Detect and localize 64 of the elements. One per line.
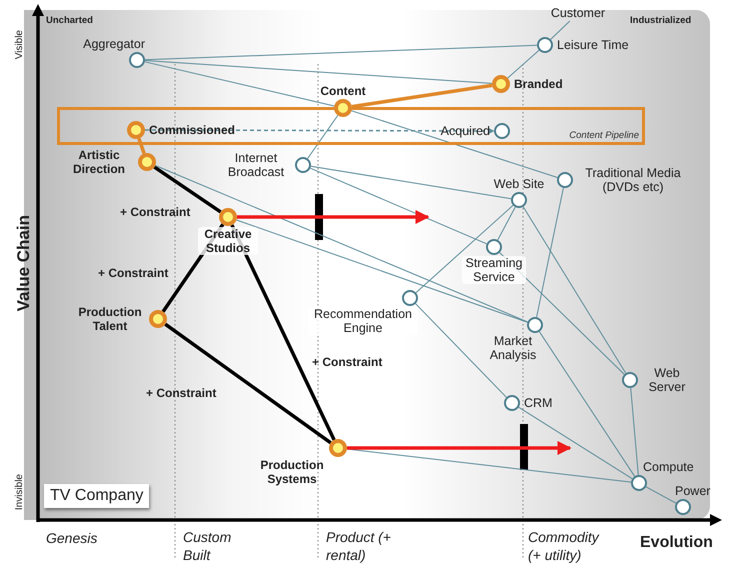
component-label: Content [320, 84, 366, 98]
arrow [145, 128, 495, 134]
axis-title: Evolution [640, 534, 713, 552]
connector-line [550, 20, 570, 40]
component-label: Leisure Time [557, 38, 629, 52]
connector-line [153, 166, 222, 214]
component-label: Production Talent [77, 305, 143, 333]
connector-line [497, 206, 516, 240]
component-label: Commissioned [149, 123, 236, 137]
connector-line [646, 486, 676, 504]
component-label: Aggregator [83, 37, 145, 51]
connector-line [352, 84, 492, 108]
connector-line [415, 204, 514, 294]
connector-line [522, 206, 626, 374]
component-label: Internet Broadcast [226, 151, 286, 179]
edge-label: + Constraint [312, 355, 382, 369]
component-label: Customer [550, 6, 606, 20]
connector-line [307, 114, 338, 159]
component-label: Power [675, 484, 710, 498]
stage-label: Commodity (+ utility) [528, 528, 600, 564]
connector-line [310, 166, 512, 200]
component-label: CRM [524, 396, 552, 410]
connector-line [137, 138, 146, 154]
component-label: Production Systems [259, 458, 325, 486]
component-label: Traditional Media (DVDs etc) [584, 166, 682, 194]
connector-line [538, 331, 636, 477]
title-box: TV Company [44, 484, 150, 508]
component-label: Market Analysis [488, 334, 538, 362]
component-label: Artistic Direction [72, 148, 126, 176]
component-label: Streaming Service [462, 256, 526, 284]
connector-line [164, 322, 332, 444]
connector-line [415, 303, 507, 398]
group-title: Content Pipeline [569, 130, 639, 141]
stage-label: Product (+ rental) [326, 528, 392, 564]
axis-title: Value Chain [14, 215, 34, 312]
connector-line [144, 44, 538, 60]
edge-label: + Constraint [146, 386, 216, 400]
stage-label: Genesis [46, 530, 98, 546]
connector-line [310, 168, 488, 244]
connector-line [536, 187, 564, 318]
connector-line [507, 50, 540, 78]
edge-label: + Constraint [98, 266, 168, 280]
axis-label: Invisible [14, 474, 25, 510]
region-label: Industrialized [630, 15, 692, 26]
arrow [347, 441, 572, 455]
component-label: Branded [514, 77, 563, 91]
connector-line [351, 110, 558, 178]
connector-line [518, 406, 633, 480]
component-label: Compute [643, 460, 694, 474]
edge-label: + Constraint [120, 205, 190, 219]
connector-line [154, 165, 528, 322]
connector-line [144, 60, 492, 84]
pipeline-box [57, 107, 645, 145]
component-label: Web Site [494, 177, 544, 191]
arrow [237, 210, 430, 224]
axis-label: Visible [14, 30, 25, 60]
region-label: Uncharted [46, 15, 93, 26]
component-label: Creative Studios [198, 227, 258, 255]
connector-line [630, 388, 639, 476]
connector-line [144, 61, 335, 106]
component-label: Acquired [440, 124, 490, 138]
stage-label: Custom Built [183, 528, 232, 564]
connector-line [236, 220, 528, 323]
component-label: Web Server [648, 366, 686, 394]
